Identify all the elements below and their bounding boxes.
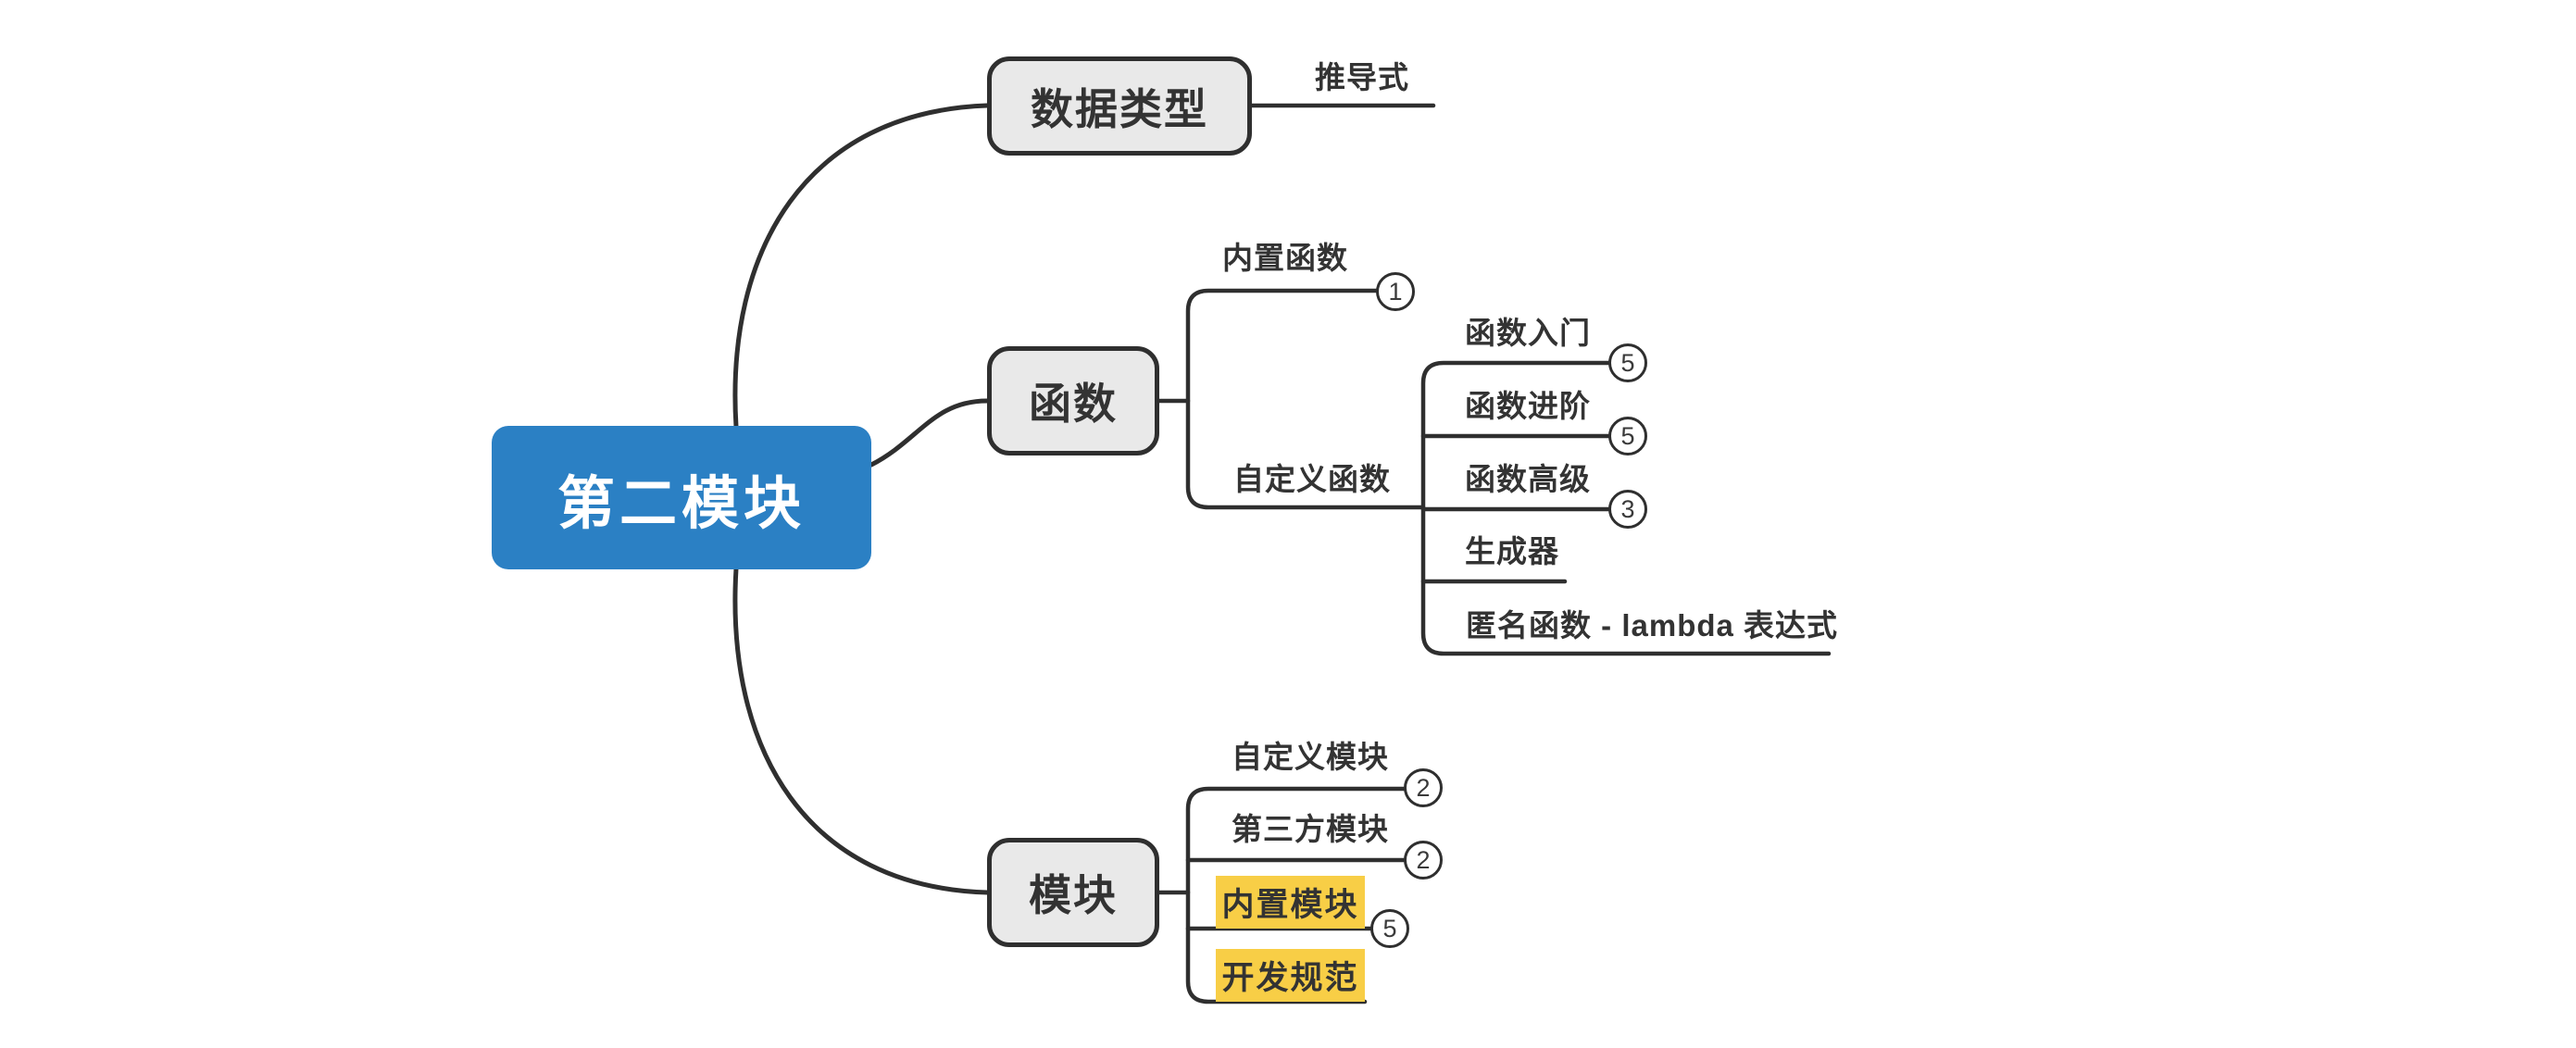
topic-label: 模块	[1029, 871, 1118, 919]
curve-root-to-function	[869, 398, 990, 468]
highlight-label: 开发规范	[1221, 960, 1359, 996]
node-derivation-expr[interactable]: 推导式	[1315, 60, 1409, 94]
curve-root-to-datatype	[732, 103, 990, 430]
node-thirdparty-modules[interactable]: 第三方模块	[1232, 812, 1389, 846]
badge-fn-advanced[interactable]: 5	[1608, 417, 1647, 455]
node-generator[interactable]: 生成器	[1465, 534, 1559, 568]
highlight-label: 内置模块	[1221, 887, 1359, 923]
node-custom-modules[interactable]: 自定义模块	[1232, 740, 1389, 774]
badge-fn-senior[interactable]: 3	[1608, 490, 1647, 529]
node-builtin-modules[interactable]: 内置模块	[1216, 876, 1365, 929]
node-custom-functions[interactable]: 自定义函数	[1233, 462, 1391, 496]
badge-builtin-modules[interactable]: 5	[1370, 909, 1409, 948]
bracket-module-children	[1185, 786, 1407, 1004]
node-lambda-expr[interactable]: 匿名函数 - lambda 表达式	[1466, 608, 1839, 643]
badge-fn-intro[interactable]: 5	[1608, 343, 1647, 382]
node-root[interactable]: 第二模块	[492, 426, 871, 569]
node-fn-advanced[interactable]: 函数进阶	[1465, 389, 1591, 423]
curve-root-to-module	[732, 566, 990, 895]
bracket-function-children	[1185, 288, 1426, 510]
node-modules[interactable]: 模块	[987, 838, 1159, 947]
node-fn-intro[interactable]: 函数入门	[1465, 316, 1591, 350]
node-dev-standards[interactable]: 开发规范	[1216, 949, 1365, 1002]
node-builtin-functions[interactable]: 内置函数	[1222, 241, 1348, 275]
badge-builtin-functions[interactable]: 1	[1376, 272, 1415, 311]
node-fn-senior[interactable]: 函数高级	[1465, 462, 1591, 496]
badge-thirdparty-modules[interactable]: 2	[1404, 841, 1443, 880]
topic-label: 数据类型	[1031, 84, 1208, 133]
badge-custom-modules[interactable]: 2	[1404, 768, 1443, 807]
node-functions[interactable]: 函数	[987, 346, 1159, 455]
topic-label: 函数	[1029, 380, 1118, 428]
root-label: 第二模块	[556, 471, 806, 536]
node-data-types[interactable]: 数据类型	[987, 56, 1252, 156]
